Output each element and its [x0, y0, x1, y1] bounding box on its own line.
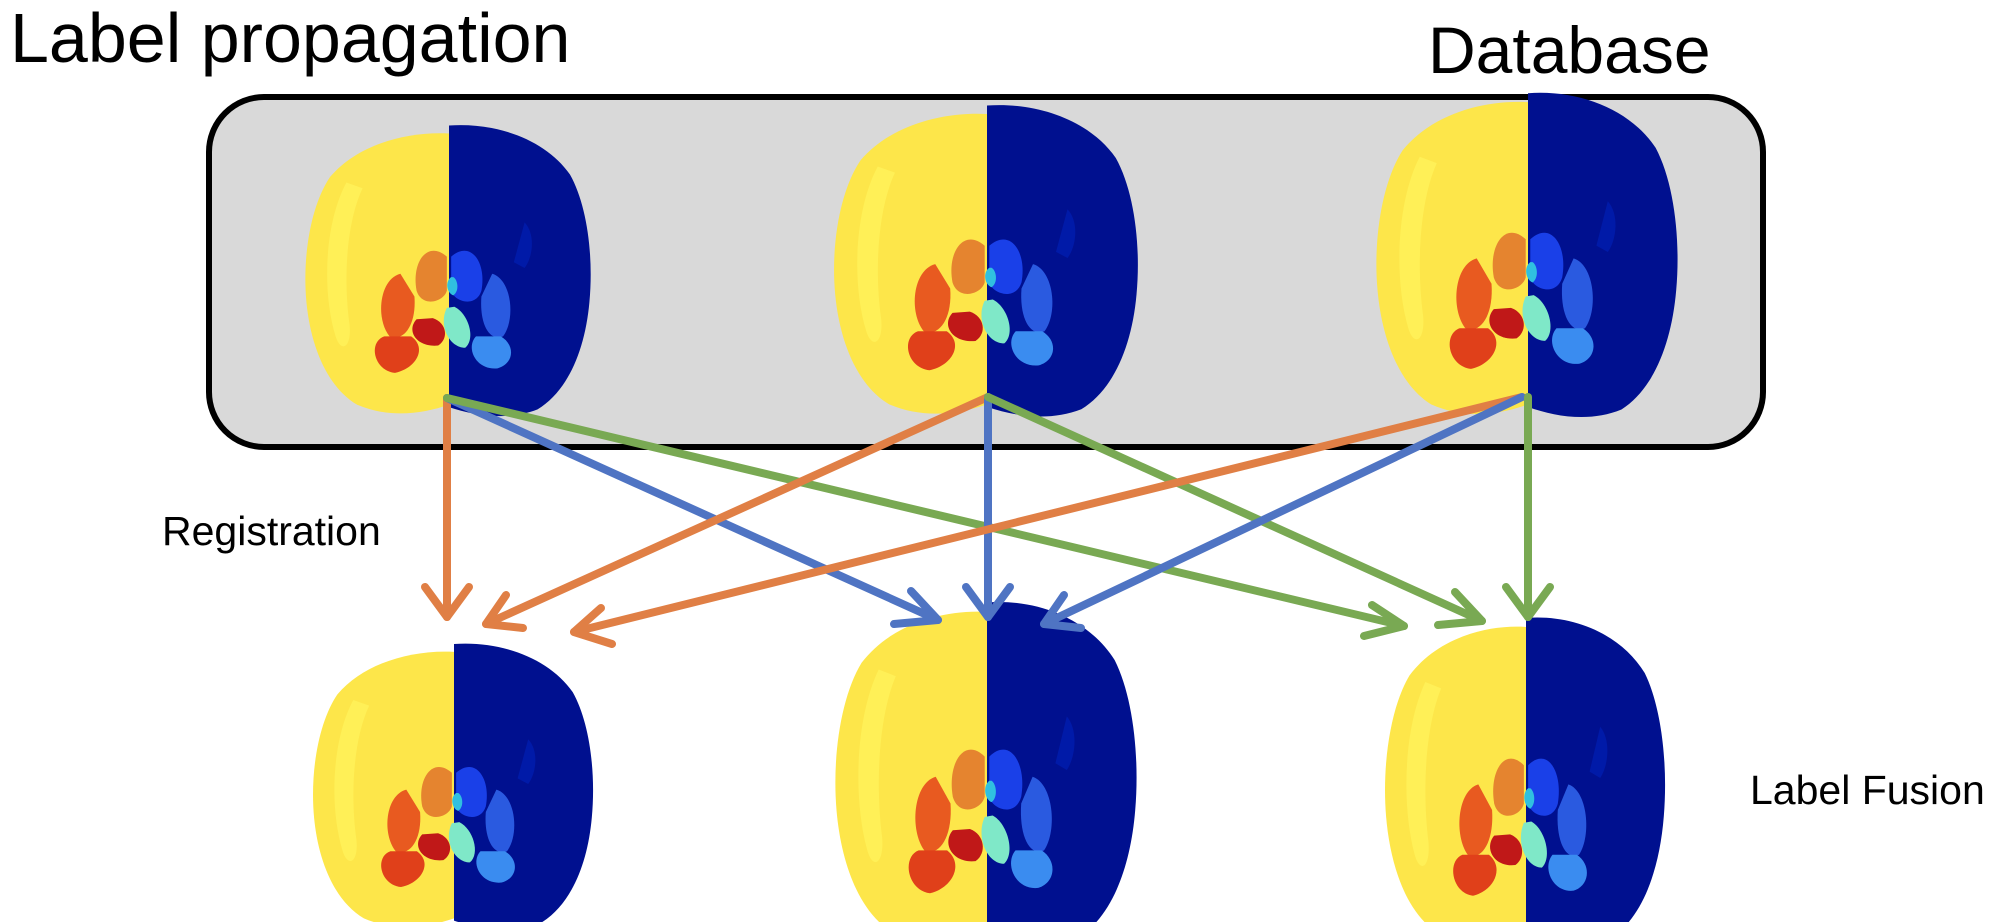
result-brain-1 [313, 643, 594, 922]
result-brain-3 [1385, 617, 1666, 922]
database-brain-2 [834, 105, 1138, 417]
arrow-db3-to-result1 [570, 393, 1526, 648]
arrow-db1-to-result3 [443, 394, 1408, 640]
database-brain-1 [305, 125, 591, 417]
registration-label: Registration [162, 508, 381, 554]
arrow-db3-to-result3 [1502, 393, 1554, 621]
arrow-db1-to-result1 [421, 394, 473, 621]
diagram-title: Label propagation [10, 0, 571, 77]
arrow-db1-to-result2 [443, 394, 942, 628]
arrow-db3-to-result2 [1040, 393, 1526, 632]
arrow-db2-to-result3 [984, 393, 1486, 629]
label-fusion-label: Label Fusion [1750, 767, 1985, 813]
database-label: Database [1428, 13, 1711, 87]
database-brain-3 [1376, 92, 1678, 418]
arrow-db2-to-result2 [962, 393, 1014, 621]
arrow-db2-to-result1 [482, 393, 992, 632]
result-brain-2 [835, 602, 1137, 922]
